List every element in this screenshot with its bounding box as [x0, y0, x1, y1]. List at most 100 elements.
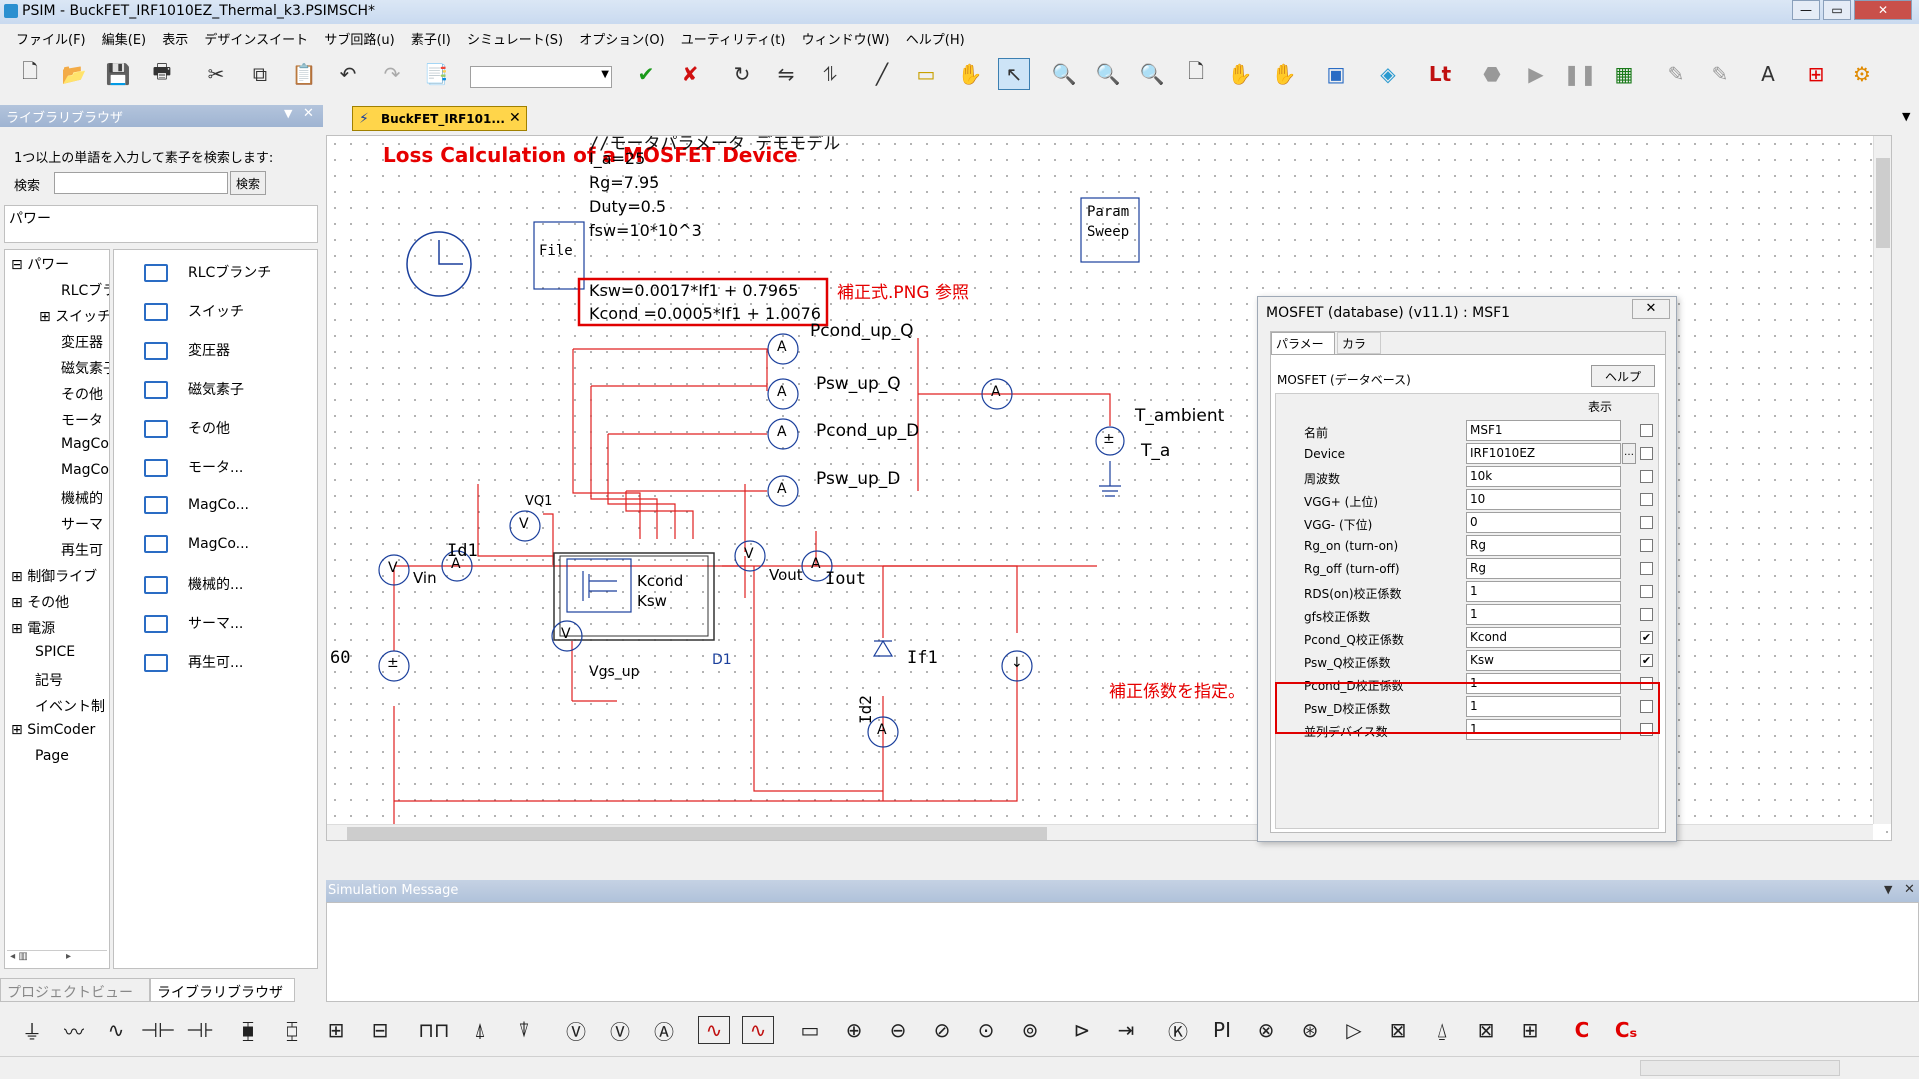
- redo-icon[interactable]: ↷: [383, 62, 401, 86]
- show-checkbox[interactable]: [1640, 539, 1653, 552]
- step-source-icon[interactable]: ⊚: [1021, 1018, 1039, 1042]
- browse-device-button[interactable]: …: [1622, 443, 1636, 464]
- ac-source-icon[interactable]: ⊖: [889, 1018, 907, 1042]
- menu-design-suite[interactable]: デザインスイート: [204, 33, 309, 48]
- edit-pen-icon[interactable]: ✎: [1667, 62, 1685, 86]
- folder-thermal[interactable]: サーマ...: [144, 613, 243, 633]
- library-tree[interactable]: ⊟ パワー RLCブラ ⊞ スイッチ 変圧器 磁気素子 その他 モータ MagC…: [4, 249, 110, 969]
- param-value-field[interactable]: 1: [1466, 581, 1621, 602]
- chevron-down-icon[interactable]: ▼: [1884, 883, 1893, 896]
- tree-item-power[interactable]: ⊟ パワー: [11, 257, 70, 273]
- label-icon[interactable]: ▭: [916, 62, 936, 86]
- show-checkbox[interactable]: [1640, 516, 1653, 529]
- summer-icon[interactable]: ⊗: [1257, 1018, 1275, 1042]
- show-checkbox[interactable]: ✔: [1640, 631, 1653, 644]
- tree-item[interactable]: 再生可: [61, 543, 103, 559]
- undo-icon[interactable]: ↶: [339, 62, 357, 86]
- igbt-icon[interactable]: ⧮: [285, 1018, 299, 1042]
- tab-library-browser[interactable]: ライブラリブラウザ: [150, 978, 295, 1002]
- tree-item[interactable]: 変圧器: [61, 335, 103, 351]
- menu-elements[interactable]: 素子(I): [410, 33, 451, 48]
- ammeter-symbol[interactable]: A: [777, 481, 787, 497]
- flip-horizontal-icon[interactable]: ⇋: [777, 62, 795, 86]
- pi-block-icon[interactable]: PI: [1213, 1018, 1231, 1042]
- show-checkbox[interactable]: ✔: [1640, 654, 1653, 667]
- voltmeter-symbol[interactable]: V: [561, 626, 571, 642]
- zoom-icon[interactable]: 🔍: [1051, 62, 1077, 86]
- tab-parameters[interactable]: パラメータ: [1271, 332, 1335, 368]
- show-checkbox[interactable]: [1640, 608, 1653, 621]
- tree-item-simcoder[interactable]: ⊞ SimCoder: [11, 722, 96, 738]
- close-tab-icon[interactable]: ✕: [509, 110, 521, 126]
- tree-item[interactable]: 記号: [35, 673, 63, 689]
- voltmeter-symbol[interactable]: V: [519, 516, 529, 532]
- menu-view[interactable]: 表示: [162, 33, 189, 48]
- param-value-field[interactable]: MSF1: [1466, 420, 1621, 441]
- tree-item[interactable]: RLCブラ: [61, 283, 109, 299]
- diode-icon[interactable]: ⍋: [474, 1018, 486, 1042]
- gating-icon[interactable]: ⇥: [1117, 1018, 1135, 1042]
- check-icon[interactable]: ✔: [637, 62, 655, 86]
- paste-icon[interactable]: 📋: [291, 62, 317, 86]
- voltmeter-symbol[interactable]: V: [388, 560, 398, 576]
- tree-scrollbar[interactable]: ◂ ▥ ▸: [7, 950, 107, 966]
- param-value-field[interactable]: 1: [1466, 719, 1621, 740]
- zoom-in-icon[interactable]: 🔍: [1095, 62, 1121, 86]
- tree-item-switch[interactable]: ⊞ スイッチ: [39, 309, 110, 325]
- k-block-icon[interactable]: Ⓚ: [1168, 1019, 1188, 1044]
- cut-icon[interactable]: ✂: [207, 62, 225, 86]
- tree-item[interactable]: MagCo: [61, 462, 109, 478]
- minimize-button[interactable]: —: [1792, 0, 1820, 20]
- help-button[interactable]: ヘルプ: [1591, 365, 1655, 387]
- folder-magnetic[interactable]: 磁気素子: [144, 379, 244, 399]
- cross-icon[interactable]: ✘: [681, 62, 699, 86]
- square-source-icon[interactable]: ⊘: [933, 1018, 951, 1042]
- lt-icon[interactable]: Lt: [1428, 62, 1452, 86]
- tab-color[interactable]: カラー: [1337, 332, 1381, 368]
- current-source-icon[interactable]: ↓: [1011, 655, 1023, 671]
- xfer-icon[interactable]: ⊠: [1477, 1018, 1495, 1042]
- file-block-label[interactable]: File: [539, 243, 573, 259]
- param-value-field[interactable]: Ksw: [1466, 650, 1621, 671]
- tree-item[interactable]: SPICE: [35, 644, 76, 660]
- tree-item[interactable]: 機械的: [61, 491, 103, 507]
- close-window-button[interactable]: ✕: [1854, 0, 1912, 20]
- wire-icon[interactable]: ╱: [875, 62, 889, 86]
- show-checkbox[interactable]: [1640, 424, 1653, 437]
- tree-item-other[interactable]: ⊞ その他: [11, 595, 70, 611]
- lookup-icon[interactable]: ⊠: [1389, 1018, 1407, 1042]
- tree-item[interactable]: サーマ: [61, 517, 103, 533]
- scope-icon[interactable]: ∿: [698, 1016, 730, 1044]
- close-icon[interactable]: ✕: [1904, 882, 1915, 897]
- ammeter-symbol[interactable]: A: [451, 556, 461, 572]
- transformer-icon[interactable]: ⊞: [327, 1018, 345, 1042]
- show-checkbox[interactable]: [1640, 447, 1653, 460]
- comparator-icon[interactable]: ⊳: [1073, 1018, 1091, 1042]
- close-icon[interactable]: ✕: [1632, 299, 1670, 319]
- open-folder-icon[interactable]: 📂: [61, 62, 87, 86]
- mux-icon[interactable]: ⊞: [1521, 1018, 1539, 1042]
- dc-source-icon[interactable]: ±: [1103, 431, 1115, 447]
- mosfet-icon[interactable]: ⧯: [241, 1018, 255, 1042]
- dc-source-icon[interactable]: ±: [387, 655, 399, 671]
- diamond-icon[interactable]: ◈: [1380, 62, 1396, 86]
- param-value-field[interactable]: Rg: [1466, 535, 1621, 556]
- capacitor-icon[interactable]: ⊣⊢: [140, 1018, 176, 1042]
- param-value-field[interactable]: 1: [1466, 604, 1621, 625]
- cs-block-icon[interactable]: Cₛ: [1614, 1018, 1638, 1042]
- vertical-scrollbar[interactable]: [1873, 136, 1891, 824]
- show-checkbox[interactable]: [1640, 470, 1653, 483]
- ground-icon[interactable]: ⏚: [22, 1019, 42, 1044]
- tree-item[interactable]: Page: [35, 748, 69, 764]
- param-value-field[interactable]: IRF1010EZ: [1466, 443, 1621, 464]
- scrollbar-thumb[interactable]: [1876, 158, 1890, 248]
- ammeter-symbol[interactable]: A: [777, 424, 787, 440]
- tree-item[interactable]: 磁気素子: [61, 361, 109, 377]
- folder-magco2[interactable]: MagCo...: [144, 535, 249, 553]
- pause-icon[interactable]: ❚❚: [1563, 62, 1597, 86]
- ammeter-symbol[interactable]: A: [777, 384, 787, 400]
- show-checkbox[interactable]: [1640, 493, 1653, 506]
- simcoder-icon[interactable]: ▣: [1326, 62, 1346, 86]
- document-tab[interactable]: ⚡ BuckFET_IRF101... ✕: [352, 106, 527, 131]
- run-icon[interactable]: ▶: [1528, 62, 1544, 86]
